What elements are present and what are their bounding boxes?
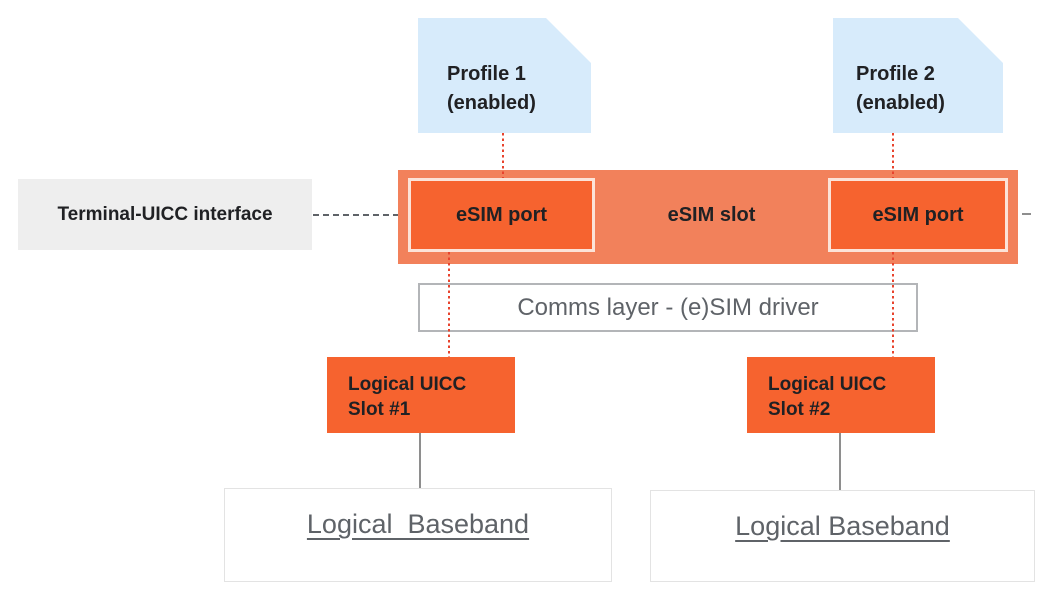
esim-slot-label: eSIM slot <box>595 178 828 252</box>
esim-slot-label-text: eSIM slot <box>667 203 756 226</box>
uicc1-baseband1-connector <box>419 433 421 488</box>
esim-port-2-label: eSIM port <box>872 203 964 226</box>
esim-port-2: eSIM port <box>828 178 1008 252</box>
slot-right-dash <box>1022 213 1031 215</box>
logical-baseband-1-label: Logical Baseband <box>306 509 530 539</box>
profile-1-label: Profile 1 (enabled) <box>447 60 536 118</box>
esim-port-1-label: eSIM port <box>455 203 548 226</box>
esim-port-1: eSIM port <box>408 178 595 252</box>
logical-baseband-2-label: Logical Baseband <box>735 511 950 541</box>
port1-uicc1-dotted-link <box>448 252 450 357</box>
comms-layer-label: Comms layer - (e)SIM driver <box>517 293 819 321</box>
logical-baseband-1-box: Logical Baseband <box>224 488 612 582</box>
profile-2-state: (enabled) <box>856 92 945 114</box>
profile1-port1-dotted-link <box>502 133 504 178</box>
terminal-uicc-interface-box: Terminal-UICC interface <box>18 179 312 250</box>
uicc-slot-2-line2: Slot #2 <box>768 399 831 420</box>
profile-1-state: (enabled) <box>447 92 536 114</box>
uicc2-baseband2-connector <box>839 433 841 490</box>
profile-2-name: Profile 2 <box>856 63 935 85</box>
uicc-slot-2-line1: Logical UICC <box>768 374 887 395</box>
logical-baseband-2-box: Logical Baseband <box>650 490 1035 582</box>
profile-2-card: Profile 2 (enabled) <box>833 18 1003 133</box>
comms-layer-box: Comms layer - (e)SIM driver <box>418 283 918 332</box>
profile-1-name: Profile 1 <box>447 63 526 85</box>
uicc-slot-1-line2: Slot #1 <box>348 399 411 420</box>
interface-slot-dashed-connector <box>313 214 399 216</box>
terminal-uicc-interface-label: Terminal-UICC interface <box>57 203 273 225</box>
logical-uicc-slot-1: Logical UICC Slot #1 <box>327 357 515 433</box>
port2-uicc2-dotted-link <box>892 252 894 357</box>
uicc-slot-1-line1: Logical UICC <box>348 374 467 395</box>
profile-1-card: Profile 1 (enabled) <box>418 18 591 133</box>
profile2-port2-dotted-link <box>892 133 894 178</box>
profile-2-label: Profile 2 (enabled) <box>856 60 945 118</box>
logical-uicc-slot-2: Logical UICC Slot #2 <box>747 357 935 433</box>
